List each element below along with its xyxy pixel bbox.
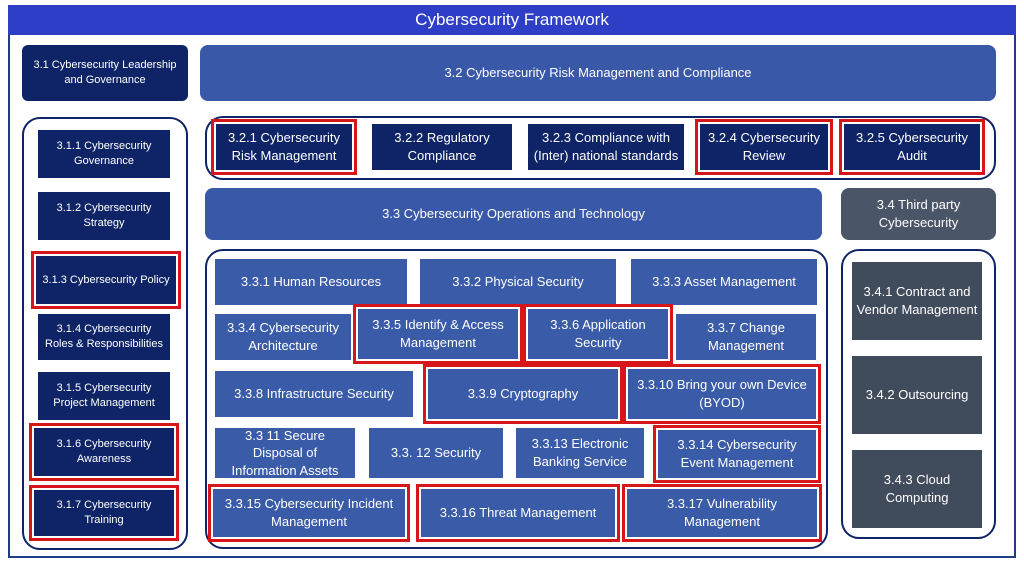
leadership-governance-group [22, 117, 188, 550]
item-3-3-7: 3.3.7 Change Management [676, 314, 816, 360]
item-3-3-12: 3.3. 12 Security [369, 428, 503, 478]
leadership-governance-header: 3.1 Cybersecurity Leadership and Governa… [22, 45, 188, 101]
item-3-3-3: 3.3.3 Asset Management [631, 259, 817, 305]
operations-technology-group [205, 249, 828, 549]
third-party-group [841, 249, 996, 539]
operations-technology-header: 3.3 Cybersecurity Operations and Technol… [205, 188, 822, 240]
item-3-4-3: 3.4.3 Cloud Computing [852, 450, 982, 528]
item-3-1-4: 3.1.4 Cybersecurity Roles & Responsibili… [38, 314, 170, 360]
item-3-3-10: 3.3.10 Bring your own Device (BYOD) [623, 364, 821, 424]
item-3-3-6: 3.3.6 Application Security [523, 304, 673, 364]
item-3-3-8: 3.3.8 Infrastructure Security [215, 371, 413, 417]
item-3-4-2: 3.4.2 Outsourcing [852, 356, 982, 434]
item-3-3-16: 3.3.16 Threat Management [416, 484, 620, 542]
item-3-3-17: 3.3.17 Vulnerability Management [622, 484, 822, 542]
risk-compliance-group [205, 116, 996, 180]
item-3-2-2: 3.2.2 Regulatory Compliance [372, 124, 512, 170]
item-3-1-2: 3.1.2 Cybersecurity Strategy [38, 192, 170, 240]
item-3-2-3: 3.2.3 Compliance with (Inter) national s… [528, 124, 684, 170]
item-3-1-3: 3.1.3 Cybersecurity Policy [31, 251, 181, 309]
item-3-1-6: 3.1.6 Cybersecurity Awareness [29, 423, 179, 481]
risk-compliance-header: 3.2 Cybersecurity Risk Management and Co… [200, 45, 996, 101]
item-3-2-5: 3.2.5 Cybersecurity Audit [839, 119, 985, 175]
item-3-3-2: 3.3.2 Physical Security [420, 259, 616, 305]
third-party-header: 3.4 Third party Cybersecurity [841, 188, 996, 240]
item-3-3-14: 3.3.14 Cybersecurity Event Management [653, 425, 821, 483]
item-3-3-1: 3.3.1 Human Resources [215, 259, 407, 305]
item-3-3-9: 3.3.9 Cryptography [423, 364, 623, 424]
item-3-3-15: 3.3.15 Cybersecurity Incident Management [208, 484, 410, 542]
framework-title: Cybersecurity Framework [8, 5, 1016, 35]
item-3-1-1: 3.1.1 Cybersecurity Governance [38, 130, 170, 178]
item-3-4-1: 3.4.1 Contract and Vendor Management [852, 262, 982, 340]
item-3-1-7: 3.1.7 Cybersecurity Training [29, 485, 179, 541]
item-3-2-4: 3.2.4 Cybersecurity Review [695, 119, 833, 175]
item-3-1-5: 3.1.5 Cybersecurity Project Management [38, 372, 170, 420]
item-3-3-5: 3.3.5 Identify & Access Management [353, 304, 523, 364]
item-3-2-1: 3.2.1 Cybersecurity Risk Management [211, 119, 357, 175]
item-3-3-13: 3.3.13 Electronic Banking Service [516, 428, 644, 478]
item-3-3-4: 3.3.4 Cybersecurity Architecture [215, 314, 351, 360]
item-3-3-11: 3.3 11 Secure Disposal of Information As… [215, 428, 355, 478]
